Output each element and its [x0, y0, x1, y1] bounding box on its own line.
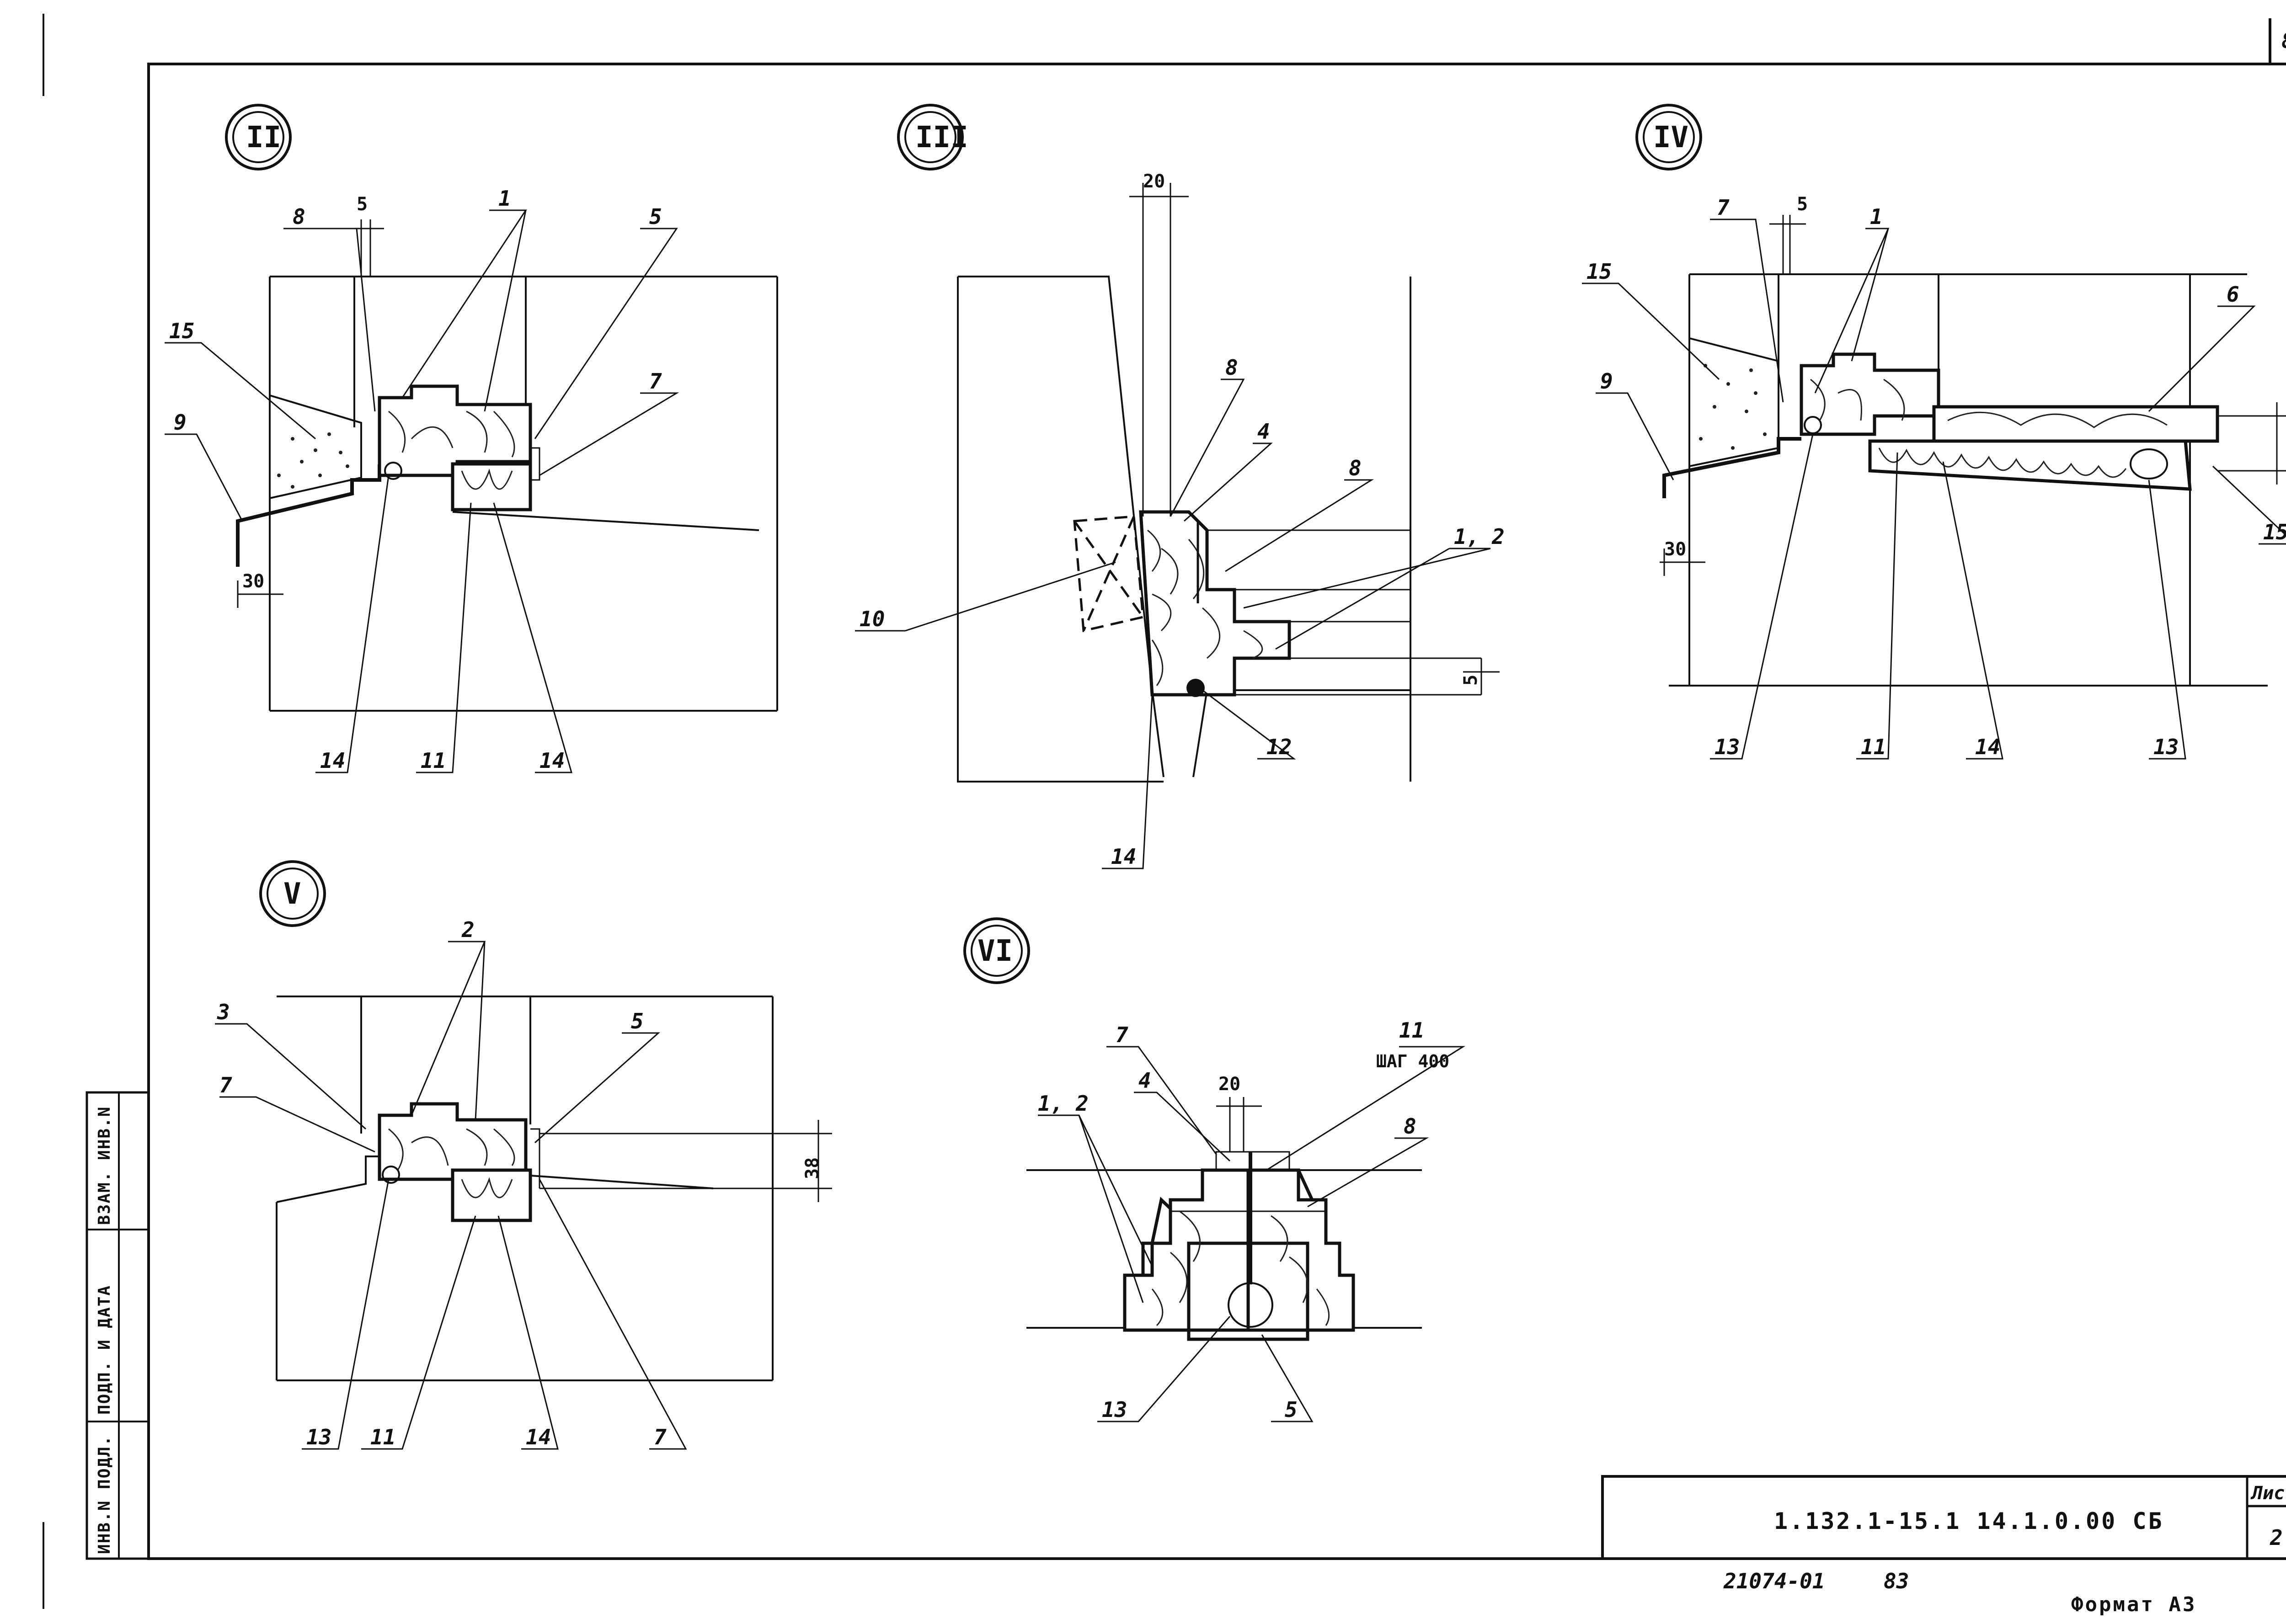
- callout-1-2: 1, 2: [1454, 524, 1505, 549]
- callout-11: 11: [1861, 735, 1886, 759]
- dim-20: 20: [1143, 171, 1165, 192]
- section-label: II: [246, 121, 281, 154]
- archive-number: 21074-01: [1723, 1569, 1825, 1593]
- callout-4: 4: [1257, 419, 1270, 444]
- callout-14a: 14: [320, 748, 345, 773]
- dim-20: 20: [1218, 1074, 1240, 1095]
- callout-14: 14: [1975, 735, 2000, 759]
- callout-5-dim: 5: [357, 194, 368, 215]
- callout-10: 10: [860, 607, 885, 631]
- section-label: IV: [1653, 121, 1688, 154]
- callout-6: 6: [2227, 282, 2239, 307]
- section-label: VI: [977, 934, 1013, 968]
- callout-5: 5: [649, 204, 662, 229]
- stamp-orig-inv: ИНВ.N ПОДЛ.: [95, 1435, 114, 1554]
- callout-7: 7: [649, 369, 662, 394]
- sheet-label: Лист: [2250, 1483, 2286, 1504]
- side-stamp: ВЗАМ. ИНВ.N ПОДП. И ДАТА ИНВ.N ПОДЛ.: [85, 1091, 150, 1560]
- callout-1: 1: [498, 186, 511, 211]
- section-ii: II: [165, 104, 778, 773]
- sheet-frame: [43, 14, 2286, 1609]
- section-vi: VI: [963, 917, 1466, 1422]
- stamp-sign-date: ПОДП. И ДАТА: [95, 1285, 114, 1415]
- callout-5: 5: [1285, 1397, 1298, 1422]
- title-block: [1601, 1475, 2286, 1560]
- callout-9: 9: [174, 410, 187, 435]
- callout-14b: 14: [539, 748, 565, 773]
- pitch-note: ШАГ 400: [1376, 1051, 1449, 1071]
- callout-13a: 13: [1714, 735, 1740, 759]
- callout-14: 14: [526, 1425, 551, 1449]
- callout-7a: 7: [219, 1073, 232, 1097]
- dim-38: 38: [802, 1157, 823, 1179]
- stamp-replace-inv: ВЗАМ. ИНВ.N: [95, 1106, 114, 1225]
- callout-13: 13: [1102, 1397, 1127, 1422]
- callout-12: 12: [1266, 735, 1292, 759]
- callout-11: 11: [1399, 1018, 1424, 1043]
- callout-8: 8: [1404, 1114, 1416, 1139]
- sheet-number: 2: [2270, 1525, 2283, 1550]
- callout-13: 13: [306, 1425, 331, 1449]
- callout-8: 8: [293, 204, 305, 229]
- callout-3: 3: [217, 1000, 230, 1024]
- callout-11: 11: [370, 1425, 395, 1449]
- dim-30: 30: [242, 571, 264, 592]
- callout-1-2: 1, 2: [1038, 1091, 1089, 1116]
- corner-page-number: 81: [2281, 28, 2286, 53]
- drawing-code: 1.132.1-15.1 14.1.0.00 СБ: [1774, 1508, 2164, 1534]
- callout-7b: 7: [654, 1425, 667, 1449]
- dim-30: 30: [1664, 539, 1686, 560]
- callout-15a: 15: [1586, 259, 1612, 284]
- section-v: V: [215, 860, 832, 1450]
- callout-8b: 8: [1349, 456, 1362, 480]
- callout-5: 5: [631, 1009, 644, 1033]
- section-label: V: [283, 877, 301, 911]
- dim-5: 5: [1797, 194, 1808, 215]
- callout-1: 1: [1870, 204, 1883, 229]
- callout-8a: 8: [1225, 355, 1238, 380]
- callout-9: 9: [1600, 369, 1613, 394]
- callout-13b: 13: [2153, 735, 2179, 759]
- callout-15: 15: [169, 319, 194, 343]
- section-iv: IV: [1582, 104, 2286, 760]
- callout-4: 4: [1138, 1068, 1151, 1093]
- section-iii: III: [855, 104, 1500, 869]
- callout-2: 2: [461, 917, 475, 942]
- callout-14: 14: [1111, 844, 1136, 869]
- section-label: III: [915, 121, 968, 154]
- callout-15b: 15: [2263, 520, 2286, 544]
- paper-format: Формат А3: [2071, 1593, 2196, 1616]
- callout-11: 11: [421, 748, 446, 773]
- callout-7: 7: [1717, 195, 1730, 220]
- archive-page: 83: [1884, 1569, 1909, 1593]
- dim-5: 5: [1460, 675, 1481, 686]
- callout-7: 7: [1116, 1022, 1128, 1047]
